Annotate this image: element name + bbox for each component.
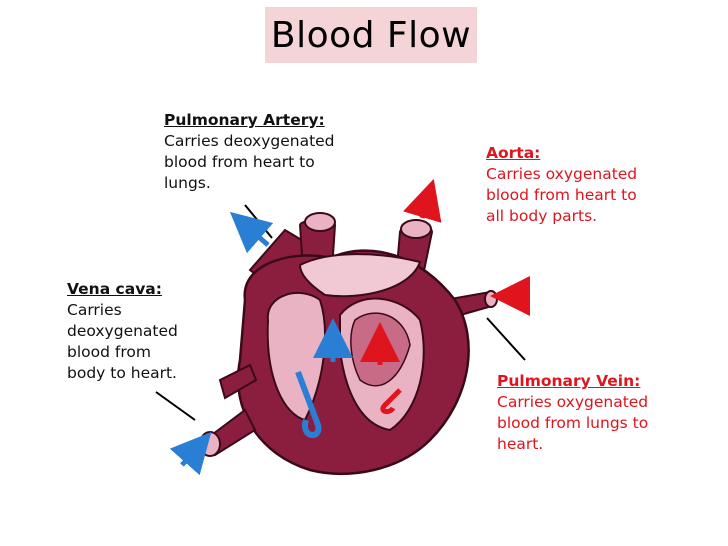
title-box: Blood Flow	[265, 7, 477, 63]
page-title: Blood Flow	[270, 14, 472, 56]
vena-cava-leader-line	[155, 391, 196, 421]
deoxygenated-flow-arrow-atrium	[295, 370, 322, 438]
vena-cava-description: Carries deoxygenated blood from body to …	[67, 301, 178, 382]
deoxygenated-flow-arrow-vena-cava	[169, 432, 212, 476]
oxygenated-flow-arrow-aorta	[403, 178, 442, 223]
vena-cava-heading: Vena cava:	[67, 280, 162, 298]
pulmonary-artery-heading: Pulmonary Artery:	[164, 111, 325, 129]
deoxygenated-flow-arrow-pulmonary	[229, 211, 274, 254]
pulmonary-vein-description: Carries oxygenated blood from lungs to h…	[497, 393, 649, 453]
pulmonary-artery-label: Pulmonary Artery: Carries deoxygenated b…	[164, 110, 394, 194]
aorta-description: Carries oxygenated blood from heart to a…	[486, 165, 638, 225]
aorta-label: Aorta: Carries oxygenated blood from hea…	[486, 143, 686, 227]
pulmonary-vein-leader-line	[486, 317, 526, 361]
pulmonary-artery-description: Carries deoxygenated blood from heart to…	[164, 132, 335, 192]
aorta-heading: Aorta:	[486, 144, 541, 162]
heart-illustration	[199, 212, 498, 475]
pulmonary-vein-heading: Pulmonary Vein:	[497, 372, 641, 390]
vena-cava-label: Vena cava: Carries deoxygenated blood fr…	[67, 279, 207, 384]
pulmonary-artery-leader-line	[244, 204, 273, 239]
pulmonary-vein-label: Pulmonary Vein: Carries oxygenated blood…	[497, 371, 697, 455]
oxygenated-flow-arrow-atrium	[380, 388, 402, 415]
